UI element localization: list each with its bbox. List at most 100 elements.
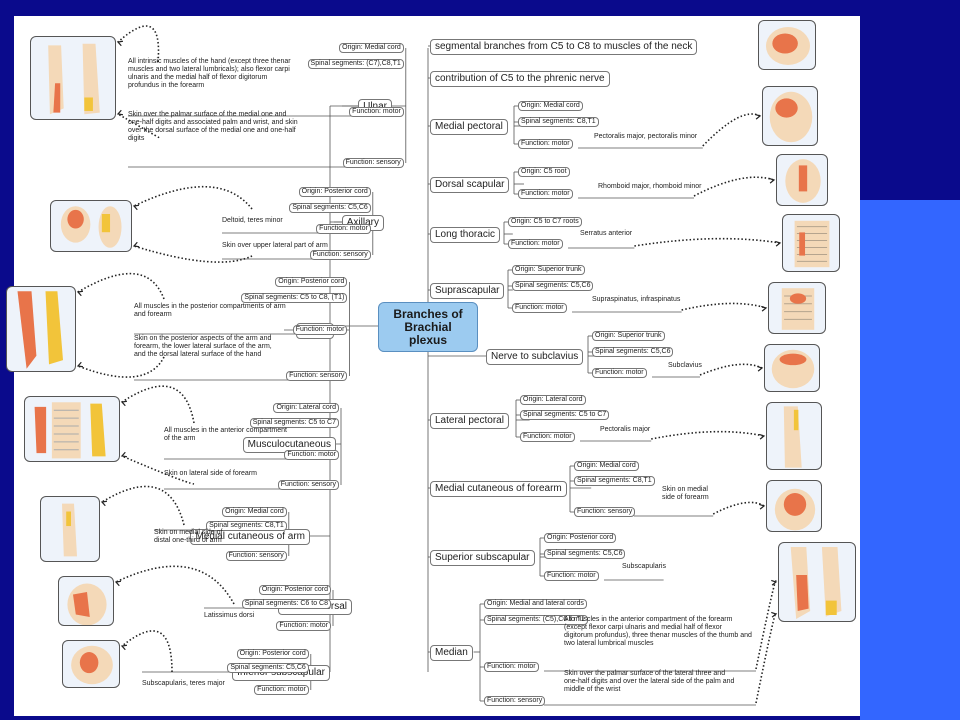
anatomy-thumbnail bbox=[766, 480, 822, 532]
anatomy-illustration bbox=[17, 291, 63, 369]
dotted-arrow-line bbox=[712, 501, 765, 515]
nerve-suprascapular[interactable]: Suprascapular bbox=[430, 283, 505, 299]
function-description: Serratus anterior bbox=[580, 230, 633, 237]
nerve-segmental-branches-from-c-to-c-to-muscles-of-the-neck[interactable]: segmental branches from C5 to C8 to musc… bbox=[430, 39, 698, 55]
attr-box: Function: motor bbox=[592, 368, 647, 378]
anatomy-illustration bbox=[67, 583, 107, 625]
attr-box: Function: motor bbox=[518, 189, 573, 199]
nerve-long-thoracic[interactable]: Long thoracic bbox=[430, 227, 501, 243]
dotted-arrow-line bbox=[699, 363, 763, 376]
attr-box: Origin: C5 root bbox=[518, 167, 570, 177]
attr-box: Function: motor bbox=[508, 239, 563, 249]
attr-box: Origin: Medial cord bbox=[518, 101, 583, 111]
anatomy-illustration bbox=[71, 645, 113, 685]
dotted-arrow-line bbox=[121, 385, 195, 424]
function-description: Subclavius bbox=[668, 362, 702, 369]
function-description: All muscles in the anterior compartment … bbox=[564, 616, 733, 623]
dotted-arrowhead bbox=[132, 241, 140, 248]
function-description: of the arm bbox=[164, 435, 196, 442]
attr-box: Spinal segments: C5,C6 bbox=[544, 549, 626, 559]
function-description: digits bbox=[128, 135, 145, 142]
attr-box: Function: sensory bbox=[225, 551, 287, 561]
attr-box: Function: motor bbox=[316, 224, 371, 234]
function-description: Skin over the palmar surface of the medi… bbox=[128, 111, 287, 118]
attr-box: Origin: Posterior cord bbox=[544, 533, 617, 543]
anatomy-thumbnail bbox=[766, 402, 822, 470]
center-title: Branches of Brachial plexus bbox=[378, 302, 478, 352]
function-description: digitorum profundus), three thenar muscl… bbox=[564, 632, 752, 639]
dotted-arrowhead bbox=[757, 365, 764, 372]
dotted-arrowhead bbox=[771, 611, 778, 618]
dotted-arrowhead bbox=[120, 451, 128, 458]
function-description: Skin over the palmar surface of the late… bbox=[564, 670, 726, 677]
anatomy-thumbnail bbox=[764, 344, 820, 392]
attr-box: Function: motor bbox=[276, 621, 331, 631]
anatomy-thumbnail bbox=[30, 36, 116, 120]
attr-box: Origin: Medial cord bbox=[574, 461, 639, 471]
nerve-contribution-of-c-to-the-phrenic-nerve[interactable]: contribution of C5 to the phrenic nerve bbox=[430, 71, 610, 87]
attr-box: Origin: Posterior cord bbox=[236, 649, 309, 659]
attr-box: Spinal segments: C5 to C7 bbox=[249, 418, 339, 428]
function-description: Skin on medial side of bbox=[154, 529, 223, 536]
function-description: and forearm bbox=[134, 311, 172, 318]
function-description: over the dorsal surface of the medial on… bbox=[128, 127, 296, 134]
attr-box: Function: motor bbox=[349, 107, 404, 117]
attr-box: Function: sensory bbox=[286, 371, 348, 381]
attr-box: Function: motor bbox=[520, 432, 575, 442]
anatomy-thumbnail bbox=[40, 496, 100, 562]
attr-box: Origin: Superior trunk bbox=[592, 331, 665, 341]
function-description: Skin on medial bbox=[662, 486, 708, 493]
nerve-medial-cutaneous-of-forearm[interactable]: Medial cutaneous of forearm bbox=[430, 481, 567, 497]
function-description: one-half digits and over the lateral sid… bbox=[564, 678, 735, 685]
dotted-arrow-line bbox=[121, 630, 173, 673]
attr-box: Function: motor bbox=[284, 450, 339, 460]
function-description: ulnaris and the medial half of flexor di… bbox=[128, 74, 268, 81]
accent-bar bbox=[860, 200, 960, 720]
anatomy-illustration bbox=[781, 288, 815, 330]
dotted-arrowhead bbox=[120, 644, 128, 651]
attr-box: Function: motor bbox=[484, 662, 539, 672]
anatomy-illustration bbox=[60, 206, 122, 248]
dotted-arrow-line bbox=[133, 185, 253, 210]
anatomy-illustration bbox=[790, 547, 842, 619]
dotted-arrow-line bbox=[77, 272, 165, 300]
attr-box: Spinal segments: C5,C6 bbox=[592, 347, 674, 357]
attr-box: Spinal segments: C5 to C8, (T1) bbox=[241, 293, 348, 303]
function-description: and the dorsal lateral surface of the ha… bbox=[134, 351, 262, 358]
anatomy-illustration bbox=[765, 27, 811, 65]
attr-box: Function: motor bbox=[544, 571, 599, 581]
dotted-arrow-line bbox=[117, 113, 160, 139]
attr-box: Spinal segments: C5,C6 bbox=[227, 663, 309, 673]
nerve-dorsal-scapular[interactable]: Dorsal scapular bbox=[430, 177, 510, 193]
dotted-arrow-line bbox=[115, 565, 235, 605]
function-description: Subscapularis, teres major bbox=[142, 680, 225, 687]
dotted-arrowhead bbox=[761, 305, 768, 312]
nerve-median[interactable]: Median bbox=[430, 645, 473, 661]
function-description: side of forearm bbox=[662, 494, 709, 501]
attr-box: Origin: Posterior cord bbox=[298, 187, 371, 197]
function-description: profundus in the forearm bbox=[128, 82, 205, 89]
attr-box: Spinal segments: C6 to C8 bbox=[241, 599, 331, 609]
dotted-arrow-line bbox=[634, 237, 781, 247]
nerve-superior-subscapular[interactable]: Superior subscapular bbox=[430, 550, 535, 566]
attr-box: Origin: Medial cord bbox=[222, 507, 287, 517]
dotted-arrowhead bbox=[771, 579, 778, 586]
function-description: two lateral lumbrical muscles bbox=[564, 640, 654, 647]
nerve-medial-pectoral[interactable]: Medial pectoral bbox=[430, 119, 508, 135]
dotted-arrowhead bbox=[132, 204, 140, 211]
anatomy-thumbnail bbox=[58, 576, 114, 626]
attr-box: Function: motor bbox=[518, 139, 573, 149]
function-description: (except flexor carpi ulnaris and medial … bbox=[564, 624, 722, 631]
attr-box: Origin: C5 to C7 roots bbox=[508, 217, 582, 227]
dotted-arrowhead bbox=[114, 580, 122, 587]
attr-box: Origin: Medial and lateral cords bbox=[484, 599, 587, 609]
nerve-lateral-pectoral[interactable]: Lateral pectoral bbox=[430, 413, 509, 429]
top-band bbox=[0, 0, 960, 16]
anatomy-illustration bbox=[34, 402, 106, 459]
dotted-arrow-line bbox=[117, 25, 160, 63]
attr-box: Function: sensory bbox=[309, 250, 371, 260]
anatomy-thumbnail bbox=[776, 154, 828, 206]
dotted-arrowhead bbox=[76, 290, 84, 297]
dotted-arrow-line bbox=[702, 113, 761, 147]
nerve-nerve-to-subclavius[interactable]: Nerve to subclavius bbox=[486, 349, 584, 365]
